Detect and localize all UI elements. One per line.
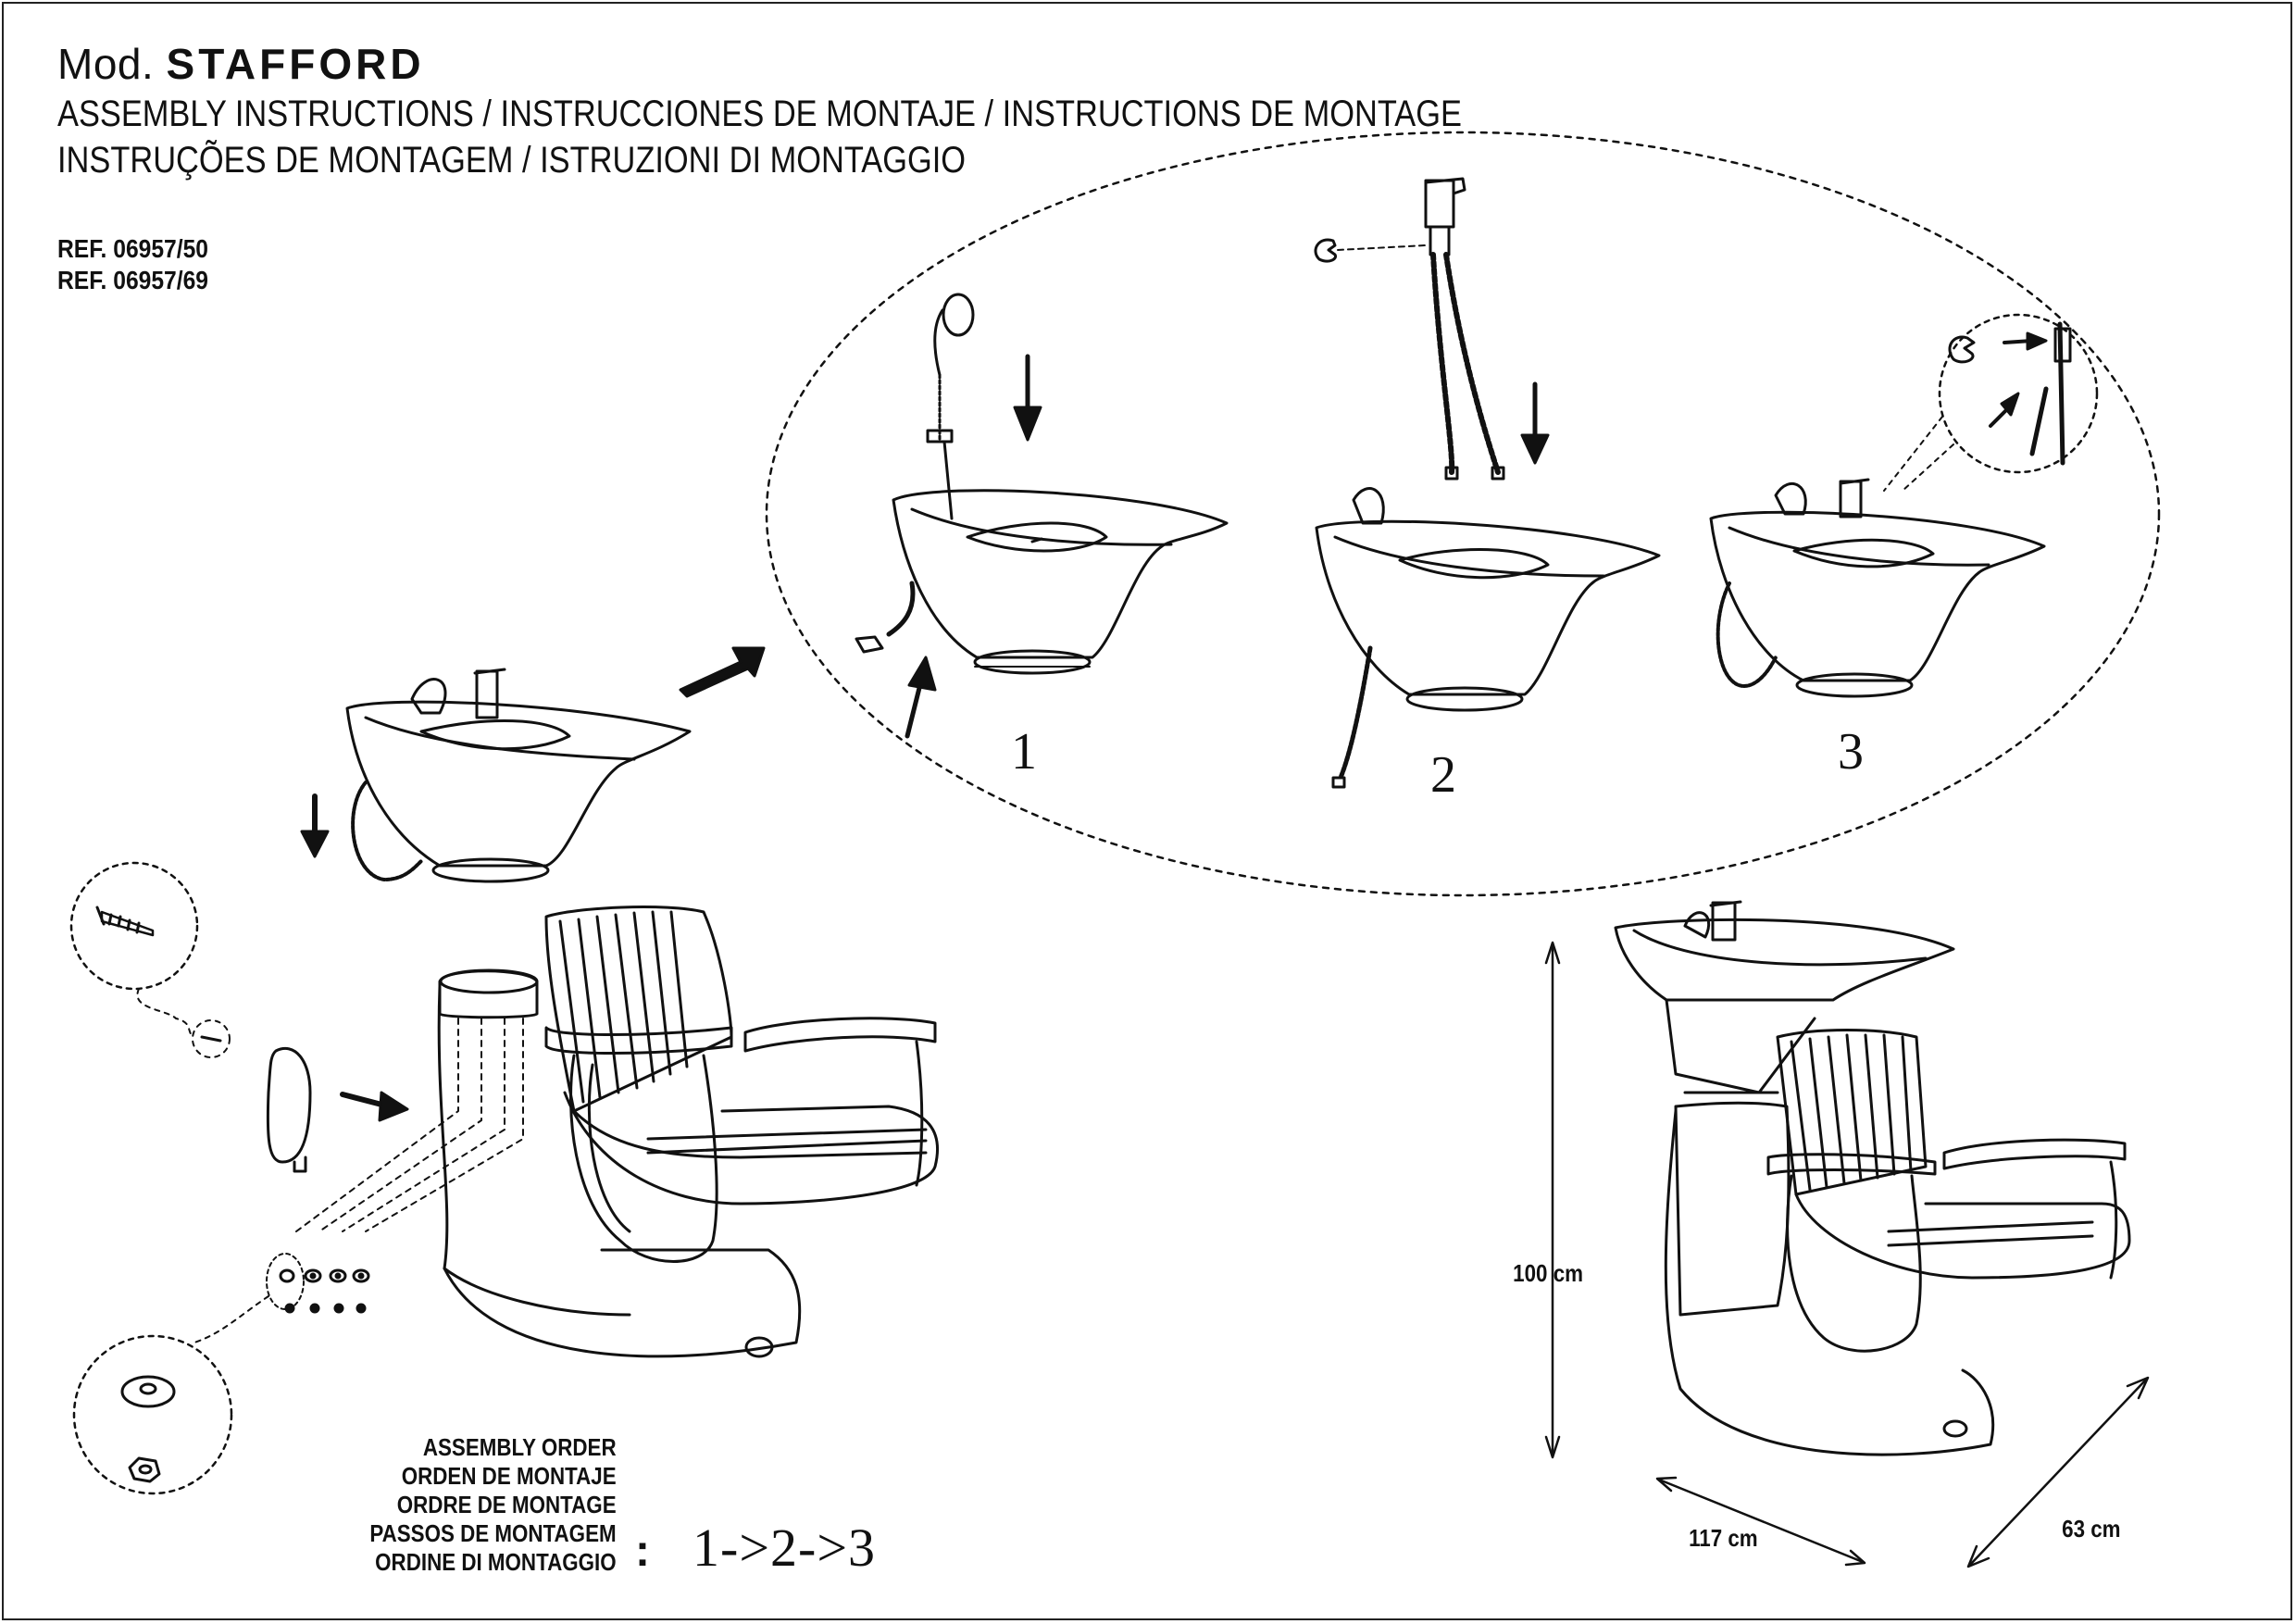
reference-code: REF. 06957/50 xyxy=(57,234,209,263)
height-dimension-arrow xyxy=(1544,941,1561,1459)
width-dimension-arrow xyxy=(1966,1376,2150,1568)
up-arrow-icon xyxy=(905,656,937,739)
washers-nuts xyxy=(193,1253,370,1343)
hardware-guide-lines xyxy=(295,1018,524,1232)
step-3-basin xyxy=(1709,478,2046,698)
length-dimension-label: 117 cm xyxy=(1689,1524,1758,1552)
step-2-hose xyxy=(1331,645,1373,789)
instructions-title-line-2: INSTRUÇÕES DE MONTAGEM / ISTRUZIONI DI M… xyxy=(57,140,967,181)
steps-ellipse xyxy=(765,131,2161,897)
height-dimension-label: 100 cm xyxy=(1513,1259,1584,1287)
assembly-order-label: ASSEMBLY ORDER xyxy=(423,1433,617,1461)
reference-codes: REF. 06957/50 REF. 06957/69 xyxy=(57,233,208,296)
step-1-basin xyxy=(892,489,1229,675)
step-number: 1 xyxy=(1011,723,1037,781)
model-name: STAFFORD xyxy=(166,40,425,88)
instructions-title-line-1: ASSEMBLY INSTRUCTIONS / INSTRUCCIONES DE… xyxy=(57,94,1462,134)
assembled-unit xyxy=(1614,900,2131,1456)
step-2-basin xyxy=(1315,487,1661,712)
assembly-order-sequence: 1->2->3 xyxy=(693,1518,877,1578)
document-header: Mod. STAFFORD ASSEMBLY INSTRUCTIONS / IN… xyxy=(57,37,1691,183)
assembly-order-label: PASSOS DE MONTAGEM xyxy=(369,1519,617,1547)
assembly-order-label: ORDINE DI MONTAGGIO xyxy=(375,1548,617,1576)
step-2-faucet xyxy=(1424,177,1505,481)
down-arrow-icon xyxy=(1520,381,1550,465)
step-3-detail-zoom xyxy=(1883,313,2099,492)
right-arrow-icon xyxy=(679,646,766,698)
assembly-order-label: ORDEN DE MONTAJE xyxy=(402,1462,617,1490)
model-title: Mod. STAFFORD xyxy=(57,37,1691,91)
assembly-order-label: ORDRE DE MONTAGE xyxy=(397,1491,617,1518)
base-plate xyxy=(266,1046,312,1173)
assembly-order-labels: ASSEMBLY ORDER ORDEN DE MONTAJE ORDRE DE… xyxy=(370,1433,617,1577)
width-dimension-label: 63 cm xyxy=(2062,1515,2121,1543)
down-arrow-icon xyxy=(300,793,330,858)
assembled-basin xyxy=(345,668,692,883)
right-arrow-icon xyxy=(340,1091,409,1122)
length-dimension-arrow xyxy=(1655,1476,1866,1567)
reference-code: REF. 06957/69 xyxy=(57,266,209,294)
chair-main xyxy=(437,906,940,1358)
screw-detail xyxy=(69,861,231,1058)
step-1-hose xyxy=(855,581,916,654)
step-2-clip xyxy=(1314,238,1427,263)
step-number: 3 xyxy=(1838,723,1864,781)
step-number: 2 xyxy=(1430,746,1456,804)
model-prefix: Mod. xyxy=(57,40,155,88)
step-1-shower-head xyxy=(926,293,975,520)
nut-detail xyxy=(72,1334,233,1495)
down-arrow-icon xyxy=(1013,354,1042,442)
assembly-order-colon: : xyxy=(635,1527,650,1576)
